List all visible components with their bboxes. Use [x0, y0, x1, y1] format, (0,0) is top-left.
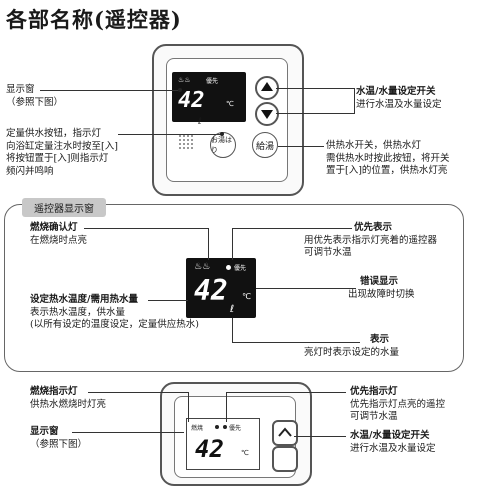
- hot-water-button[interactable]: 給湯: [252, 132, 278, 158]
- water-volume-icon: ℓ: [230, 304, 235, 315]
- chevron-up-icon: [278, 427, 292, 437]
- leader-line: [188, 392, 189, 422]
- leader-line: [208, 228, 209, 260]
- leader-line: [294, 436, 346, 437]
- page-title: 各部名称(遥控器): [6, 7, 182, 32]
- leader-line: [276, 113, 354, 114]
- flame-light-label: 燃烧指示灯 供热水燃烧时灯亮: [30, 386, 107, 410]
- volume-display-label: 表示 亮灯时表示设定的水量: [304, 334, 400, 358]
- water-volume-icon: ℓ: [198, 117, 202, 127]
- temp-down-button-bottom[interactable]: [272, 446, 298, 472]
- display-window-label-bottom: 显示窗 （参照下图）: [30, 426, 88, 450]
- bottom-screen-frame: 燃焼 優先 42 ℃: [186, 418, 260, 470]
- celsius-unit: ℃: [242, 292, 251, 301]
- flame-icon: ♨♨: [178, 76, 191, 84]
- temperature-readout: 42: [194, 274, 228, 307]
- section-tag: 遥控器显示窗: [22, 198, 106, 217]
- leader-line: [232, 228, 352, 229]
- priority-indicator: [226, 265, 231, 270]
- speaker-grille: [178, 134, 194, 150]
- temp-switch-label-bottom: 水温/水量设定开关 进行水温及水量设定: [350, 430, 436, 454]
- temp-down-button[interactable]: [255, 102, 279, 126]
- celsius-unit: ℃: [226, 100, 234, 108]
- leader-line: [72, 432, 184, 433]
- temp-switch-label: 水温/水量设定开关 进行水温及水量设定: [356, 86, 442, 110]
- display-screen-detail: ♨♨ 優先 42 ℃ ℓ: [186, 258, 256, 318]
- temp-up-button[interactable]: [255, 76, 279, 100]
- leader-line: [232, 228, 233, 260]
- leader-line: [232, 318, 233, 342]
- flame-indicator: [215, 425, 219, 429]
- hot-water-switch-label: 供热水开关，供热水灯 需供热水时按此按钮，将开关 置于[入]的位置，供热水灯亮: [326, 140, 450, 176]
- leader-line: [354, 88, 355, 114]
- leader-line: [276, 88, 354, 89]
- fill-bath-button[interactable]: お湯はり: [210, 132, 236, 158]
- leader-line: [256, 288, 356, 289]
- leader-line: [40, 90, 180, 91]
- display-window-label: 显示窗 （参照下图）: [6, 84, 64, 108]
- flame-label: 燃焼: [191, 425, 204, 432]
- leader-dot: [220, 132, 224, 136]
- flame-icon: ♨♨: [194, 262, 211, 272]
- display-section-frame: [4, 204, 464, 372]
- priority-label: 優先: [229, 425, 242, 432]
- temp-up-button-bottom[interactable]: [272, 420, 298, 446]
- leader-line: [226, 392, 346, 393]
- leader-line: [88, 392, 188, 393]
- temp-setting-label: 设定热水温度/需用热水量 表示热水温度，供水量 (以所有设定的温度设定，定量供应…: [30, 294, 199, 330]
- temperature-readout: 42: [195, 435, 224, 463]
- leader-line: [278, 146, 324, 147]
- leader-line: [84, 228, 208, 229]
- priority-light-label: 优先指示灯 优先指示灯点亮的遥控 可调节水温: [350, 386, 446, 422]
- fixed-volume-button-label: 定量供水按钮，指示灯 向浴缸定量注水时按至[入] 将按钮置于[入]则指示灯 频闪…: [6, 128, 118, 177]
- priority-display-label: 优先表示 用优先表示指示灯亮着的遥控器 可调节水温: [304, 222, 438, 258]
- priority-indicator: [223, 425, 227, 429]
- leader-line: [232, 342, 360, 343]
- leader-dot: [178, 88, 182, 92]
- celsius-unit: ℃: [241, 449, 249, 457]
- priority-label: 優先: [206, 78, 219, 85]
- triangle-down-icon: [261, 110, 273, 119]
- priority-label: 優先: [234, 265, 247, 272]
- display-screen-top: ♨♨ 優先 42 ℃: [172, 72, 246, 122]
- leader-line: [226, 392, 227, 422]
- leader-line: [118, 134, 222, 135]
- triangle-up-icon: [261, 82, 273, 91]
- error-display-label: 错误显示 出现故障时切换: [348, 276, 415, 300]
- temperature-readout: 42: [178, 88, 205, 113]
- leader-line: [148, 300, 188, 301]
- combustion-light-label: 燃烧确认灯 在燃烧时点亮: [30, 222, 88, 246]
